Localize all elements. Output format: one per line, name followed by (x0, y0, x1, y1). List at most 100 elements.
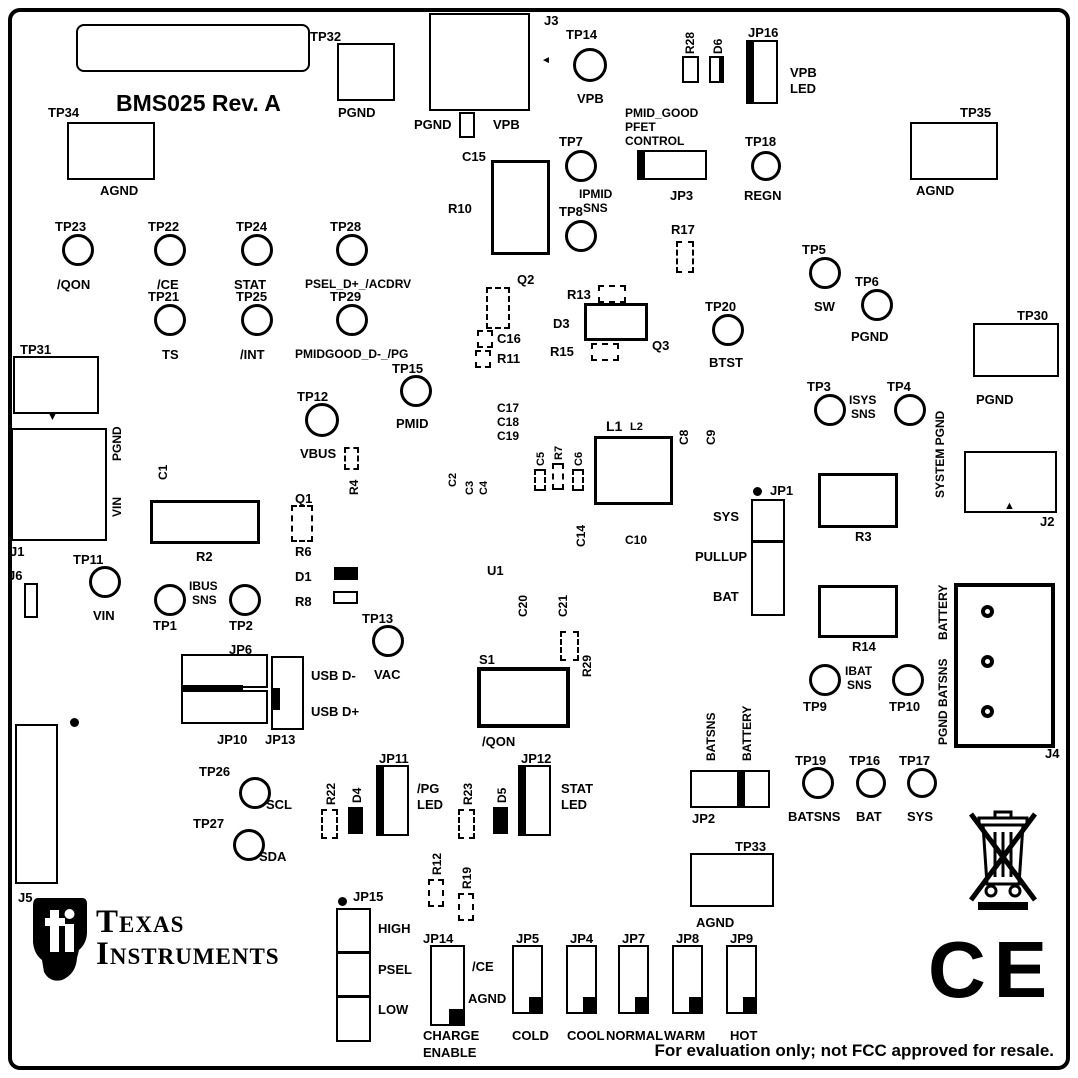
r13 (598, 285, 626, 303)
tp6-pad (861, 289, 893, 321)
d6-label: D6 (711, 38, 725, 54)
jp14-label: JP14 (423, 931, 454, 946)
d5 (493, 807, 508, 834)
d1 (334, 567, 358, 580)
j1-connector (11, 428, 107, 541)
tp29-pad (336, 304, 368, 336)
brand-line2: Instruments (96, 936, 280, 973)
tp17-label: TP17 (899, 753, 931, 768)
c9-label: C9 (704, 429, 718, 445)
d4-label: D4 (350, 787, 364, 803)
c2-label: C2 (447, 472, 459, 487)
tp19-label: TP19 (795, 753, 827, 768)
jp3-label: JP3 (670, 188, 694, 203)
jp2-bar (737, 770, 745, 808)
jp6-label: JP6 (229, 642, 253, 657)
d3-label: D3 (553, 316, 570, 331)
r10-label: R10 (448, 201, 472, 216)
jp15-pin1-dot (337, 896, 347, 906)
jp5-label: JP5 (516, 931, 540, 946)
tp34-net: AGND (100, 183, 139, 198)
tp22-label: TP22 (148, 219, 180, 234)
jp12-net2: LED (561, 797, 587, 812)
tp11-net: VIN (93, 608, 115, 623)
q2 (486, 287, 510, 329)
c19-label: C19 (497, 429, 520, 443)
r15 (591, 343, 619, 361)
j1-net2: VIN (110, 496, 124, 517)
r10 (491, 160, 550, 255)
jp8-net: WARM (664, 1028, 706, 1043)
jp2-label: JP2 (692, 811, 716, 826)
tp27-net: SDA (259, 849, 287, 864)
tp9-net2: SNS (847, 678, 872, 692)
r28 (682, 56, 699, 83)
jp14-net2: AGND (468, 991, 507, 1006)
jp7-label: JP7 (622, 931, 646, 946)
c21-label: C21 (556, 594, 570, 617)
jp13-net2: USB D+ (311, 704, 360, 719)
tp7-label: TP7 (559, 134, 583, 149)
u1-label: U1 (487, 563, 504, 578)
d5-label: D5 (495, 787, 509, 803)
tp18-net: REGN (744, 188, 782, 203)
tp26-pad (239, 777, 271, 809)
tp15-net: PMID (396, 416, 429, 431)
tp33-net: AGND (696, 915, 735, 930)
jp8 (672, 945, 703, 1014)
j3-label: J3 (544, 13, 559, 28)
jp15-label: JP15 (353, 889, 384, 904)
tp32-pad (337, 43, 395, 101)
tp3-net2: SNS (851, 407, 876, 421)
tp22-net: /CE (157, 277, 179, 292)
r12-label: R12 (430, 852, 444, 875)
jp15-net2: PSEL (378, 962, 412, 977)
jp7-net: NORMAL (606, 1028, 664, 1043)
tp1-pad (154, 584, 186, 616)
board-title: BMS025 Rev. A (116, 90, 281, 116)
tp13-pad (372, 625, 404, 657)
c5 (534, 469, 546, 491)
tp23-net: /QON (57, 277, 91, 292)
tp32-net: PGND (338, 105, 376, 120)
d4 (348, 807, 363, 834)
j1-label: J1 (10, 544, 25, 559)
r15-label: R15 (550, 344, 574, 359)
tp30-net: PGND (976, 392, 1014, 407)
r8 (333, 591, 358, 604)
c18-label: C18 (497, 415, 520, 429)
jp3-net2: PFET (625, 120, 656, 134)
tp7-net1: IPMID (579, 187, 613, 201)
jp6-jp10-bar (181, 685, 243, 692)
tp15-label: TP15 (392, 361, 424, 376)
jp9-bar (743, 997, 755, 1012)
c20-label: C20 (516, 594, 530, 617)
jp3-pin1-bar (637, 150, 645, 180)
tp2-label: TP2 (229, 618, 253, 633)
board-outline (8, 8, 1070, 1070)
tp13-net: VAC (374, 667, 401, 682)
jp1-label: JP1 (770, 483, 794, 498)
jp13-bar (271, 688, 280, 710)
q1-label: Q1 (295, 491, 313, 506)
tp29-label: TP29 (330, 289, 362, 304)
r11-label: R11 (497, 351, 521, 366)
c15 (459, 112, 475, 138)
tp6-net: PGND (851, 329, 889, 344)
tp17-net: SYS (907, 809, 934, 824)
jp15-net3: LOW (378, 1002, 409, 1017)
r14 (818, 585, 898, 638)
c15-net2: VPB (493, 117, 520, 132)
jp9-label: JP9 (730, 931, 754, 946)
tp3-pad (814, 394, 846, 426)
tp34-pad (67, 122, 155, 180)
jp5-bar (529, 997, 541, 1012)
tp15-pad (400, 375, 432, 407)
j6-label: J6 (8, 568, 23, 583)
jp14-net4: ENABLE (423, 1045, 477, 1060)
jp4 (566, 945, 597, 1014)
r3-label: R3 (855, 529, 872, 544)
s1-switch (477, 667, 570, 728)
tp2-pad (229, 584, 261, 616)
jp14 (430, 945, 465, 1026)
